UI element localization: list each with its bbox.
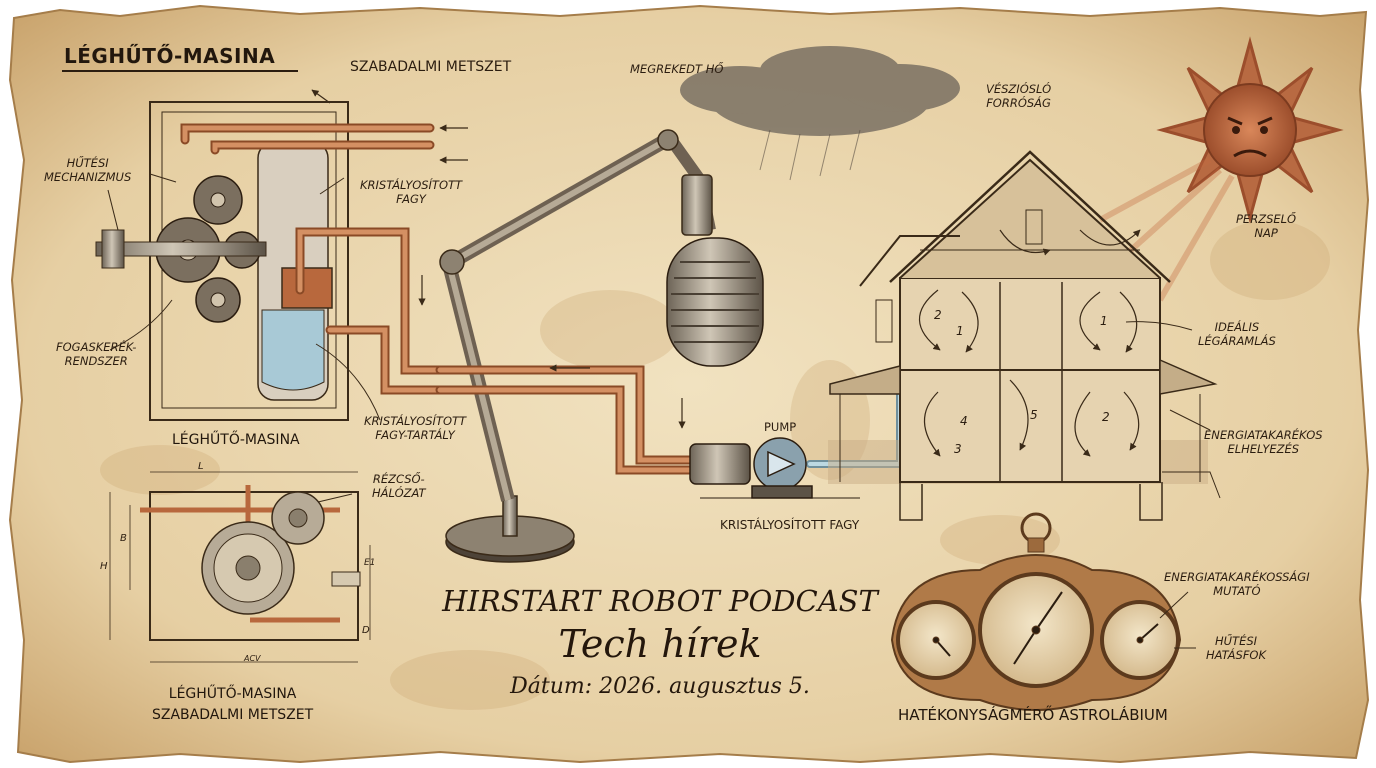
dim-l: L	[198, 461, 204, 472]
podcast-date: Dátum: 2026. augusztus 5.	[510, 674, 810, 699]
podcast-title: HIRSTART ROBOT PODCAST	[442, 584, 878, 618]
storm-cloud	[680, 46, 960, 136]
sun-rays	[1098, 157, 1235, 302]
dim-e1: e1	[364, 558, 376, 568]
astrolabe-caption: HATÉKONYSÁGMÉRŐ ASTROLÁBIUM	[898, 706, 1168, 724]
house-cutaway	[828, 150, 1221, 521]
label-cooling-efficiency: HŰTÉSI HATÁSFOK	[1206, 634, 1267, 662]
sun-icon	[1156, 36, 1344, 224]
patent-cutaway-header: SZABADALMI METSZET	[350, 59, 512, 75]
title-underline	[62, 70, 298, 72]
room-number: 2	[934, 308, 942, 322]
label-ominous-heat: VÉSZIÓSLÓ FORRÓSÁG	[986, 82, 1052, 110]
label-frost-tank: KRISTÁLYOSÍTOTT FAGY-TARTÁLY	[364, 414, 467, 442]
copper-pipes-left	[180, 123, 445, 395]
label-cooling-mechanism: HŰTÉSI MECHANIZMUS	[44, 156, 132, 184]
machine-title: LÉGHŰTŐ-MASINA	[64, 44, 276, 68]
label-stuck-heat: MEGREKEDT HŐ	[630, 62, 724, 76]
label-energy-placement: ENERGIATAKARÉKOS ELHELYEZÉS	[1204, 428, 1323, 456]
dim-b: b	[120, 533, 127, 544]
dim-acv: ACV	[244, 654, 261, 663]
patent-cutaway-drawing	[109, 471, 371, 663]
machine-caption: LÉGHŰTŐ-MASINA	[172, 432, 300, 448]
astrolabe-leader-lines	[1159, 591, 1196, 649]
microphone-stand	[439, 129, 716, 563]
label-copper-network: RÉZCSŐ- HÁLÓZAT	[372, 472, 426, 500]
leader-lines-left	[107, 173, 381, 503]
dim-d: d	[362, 625, 370, 636]
label-scorching-sun: PERZSELŐ NAP	[1236, 212, 1297, 240]
heat-lines	[759, 129, 861, 181]
dim-h: h	[100, 561, 108, 572]
room-number: 5	[1030, 408, 1038, 422]
room-number: 4	[960, 414, 968, 428]
cooling-machine-drawing	[95, 101, 349, 421]
label-ideal-airflow: IDEÁLIS LÉGÁRAMLÁS	[1198, 320, 1276, 348]
label-crystal-frost: KRISTÁLYOSÍTOTT FAGY	[360, 178, 463, 206]
room-number: 1	[1100, 314, 1108, 328]
label-crystal-frost-pipe: KRISTÁLYOSÍTOTT FAGY	[720, 518, 860, 532]
airflow-arrows	[918, 229, 1141, 457]
label-energy-indicator: ENERGIATAKARÉKOSSÁGI MUTATÓ	[1164, 570, 1310, 598]
efficiency-astrolabe	[890, 512, 1182, 711]
cutaway-caption: LÉGHŰTŐ-MASINA SZABADALMI METSZET	[152, 686, 314, 723]
flow-arrows-left	[311, 89, 468, 306]
microphone	[666, 237, 764, 367]
house-leader-lines	[1125, 321, 1211, 431]
room-number: 1	[956, 324, 964, 338]
room-number: 3	[954, 442, 962, 456]
podcast-subtitle: Tech hírek	[558, 622, 762, 666]
pump	[689, 437, 860, 499]
room-number: 2	[1102, 410, 1110, 424]
flow-arrows-mid	[549, 364, 686, 429]
label-gear-system: FOGASKERÉK- RENDSZER	[56, 340, 137, 368]
label-pump: PUMP	[764, 420, 797, 434]
